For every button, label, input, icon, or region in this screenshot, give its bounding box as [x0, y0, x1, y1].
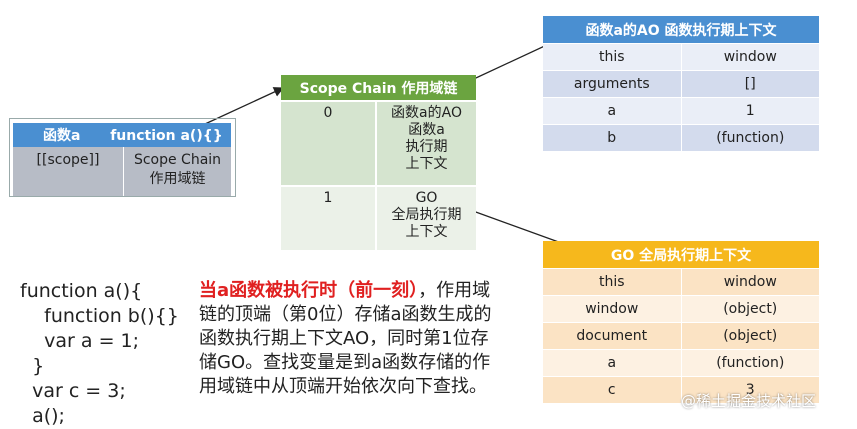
ao-key: b [543, 124, 682, 151]
watermark: @稀土掘金技术社区 [681, 392, 817, 410]
go-value: 3 [681, 376, 819, 403]
go-table-row: c 3 [543, 376, 819, 403]
code-line: var a = 1; [20, 330, 140, 352]
go-key: a [543, 349, 682, 377]
ao-value: [] [681, 70, 819, 98]
scope-chain-index: 1 [281, 185, 377, 250]
code-block: function a(){ function b(){} var a = 1; … [20, 279, 179, 429]
scope-chain-value: 函数a的AO 函数a 执行期 上下文 [376, 100, 476, 186]
go-table-row: this window [543, 268, 819, 296]
scope-property-cell: [[scope]] [13, 147, 124, 196]
explanation-body: ，作用域链的顶端（第0位）存储a函数生成的函数执行期上下文AO，同时第1位存储G… [199, 280, 492, 397]
function-a-header: 函数a function a(){} [13, 123, 231, 147]
go-value: (object) [681, 295, 819, 323]
go-table-row: a (function) [543, 349, 819, 377]
code-line: function a(){ [20, 280, 143, 302]
scope-chain-row: 1 GO 全局执行期 上下文 [281, 185, 476, 250]
ao-key: this [543, 43, 682, 71]
ao-value: window [681, 43, 819, 71]
go-key: window [543, 295, 682, 323]
explanation-highlight: 当a函数被执行时（前一刻） [199, 280, 419, 301]
ao-table: 函数a的AO 函数执行期上下文 this window arguments []… [543, 16, 819, 151]
scope-chain-cell-line2: 作用域链 [149, 171, 206, 187]
function-a-signature: function a(){} [110, 128, 223, 144]
scope-chain-cell: Scope Chain 作用域链 [123, 147, 231, 196]
ao-table-row: arguments [] [543, 70, 819, 98]
go-table-row: document (object) [543, 322, 819, 350]
go-table-title: GO 全局执行期上下文 [543, 241, 819, 269]
scope-chain-value-line: 函数a的AO [391, 105, 462, 121]
go-value: (function) [681, 349, 819, 377]
ao-value: (function) [681, 124, 819, 151]
explanation-text: 当a函数被执行时（前一刻），作用域链的顶端（第0位）存储a函数生成的函数执行期上… [199, 279, 499, 399]
code-line: function b(){} [20, 305, 179, 327]
scope-chain-row: 0 函数a的AO 函数a 执行期 上下文 [281, 100, 476, 186]
go-key: this [543, 268, 682, 296]
ao-table-title: 函数a的AO 函数执行期上下文 [543, 16, 819, 44]
code-line: var c = 3; [20, 380, 126, 402]
scope-chain-value: GO 全局执行期 上下文 [376, 185, 476, 250]
ao-table-row: b (function) [543, 124, 819, 151]
scope-chain-value-line: 执行期 [405, 139, 448, 155]
go-key: c [543, 376, 682, 403]
code-line: } [20, 355, 45, 377]
scope-chain-value-line: 上下文 [405, 156, 448, 172]
function-a-table: 函数a function a(){} [[scope]] Scope Chain… [13, 123, 231, 196]
ao-key: arguments [543, 70, 682, 98]
ao-value: 1 [681, 97, 819, 125]
selection-frame[interactable] [9, 118, 236, 197]
go-table: GO 全局执行期上下文 this window window (object) … [543, 241, 819, 403]
scope-chain-value-line: 函数a [408, 122, 445, 138]
go-table-row: window (object) [543, 295, 819, 323]
go-key: document [543, 322, 682, 350]
ao-table-row: this window [543, 43, 819, 71]
scope-chain-value-line: 上下文 [405, 224, 448, 240]
scope-chain-value-line: GO [415, 190, 438, 206]
function-a-name: 函数a [43, 128, 81, 144]
ao-table-row: a 1 [543, 97, 819, 125]
ao-key: a [543, 97, 682, 125]
scope-chain-title: Scope Chain 作用域链 [281, 75, 476, 101]
go-value: (object) [681, 322, 819, 350]
scope-chain-cell-line1: Scope Chain [133, 152, 222, 168]
scope-chain-value-line: 全局执行期 [391, 207, 462, 223]
scope-chain-index: 0 [281, 100, 377, 186]
go-value: window [681, 268, 819, 296]
scope-chain-table: Scope Chain 作用域链 0 函数a的AO 函数a 执行期 上下文 1 … [281, 75, 476, 250]
